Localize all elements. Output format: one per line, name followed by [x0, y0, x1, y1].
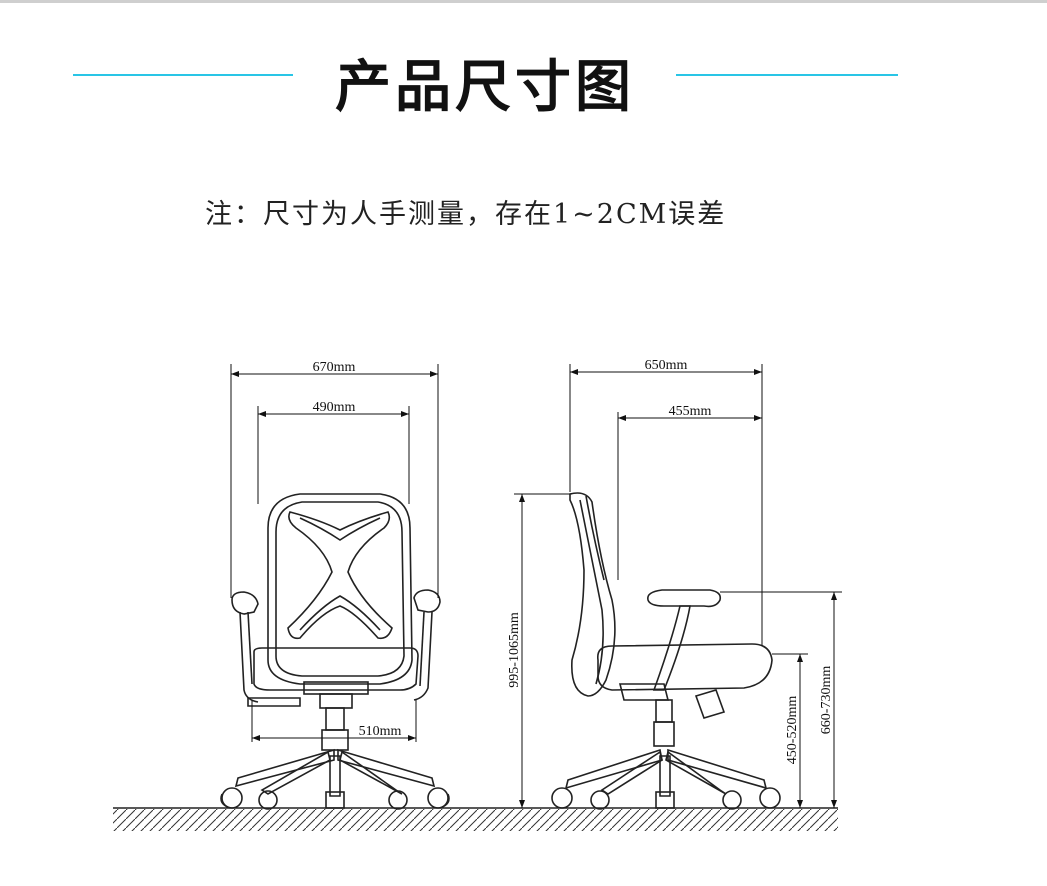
ground [113, 807, 838, 831]
title-rule-right [676, 74, 898, 76]
front-base-width-label: 510mm [359, 724, 402, 739]
title-rule-left [73, 74, 293, 76]
side-overall-depth-label: 650mm [645, 358, 688, 373]
side-armrest-height-label: 660-730mm [819, 666, 834, 735]
front-overall-width-label: 670mm [313, 360, 356, 375]
side-dimensions [514, 364, 842, 808]
top-border [0, 0, 1047, 3]
measurement-note: 注：尺寸为人手测量，存在1~2CM误差 [205, 199, 727, 230]
page-title: 产品尺寸图 [335, 54, 635, 120]
side-seat-height-label: 450-520mm [785, 696, 800, 765]
front-view-chair [220, 493, 450, 810]
side-overall-height-label: 995-1065mm [507, 612, 522, 688]
side-view-chair [551, 492, 781, 810]
front-dimensions [230, 364, 439, 742]
front-back-width-label: 490mm [313, 400, 356, 415]
side-seat-depth-label: 455mm [669, 404, 712, 419]
